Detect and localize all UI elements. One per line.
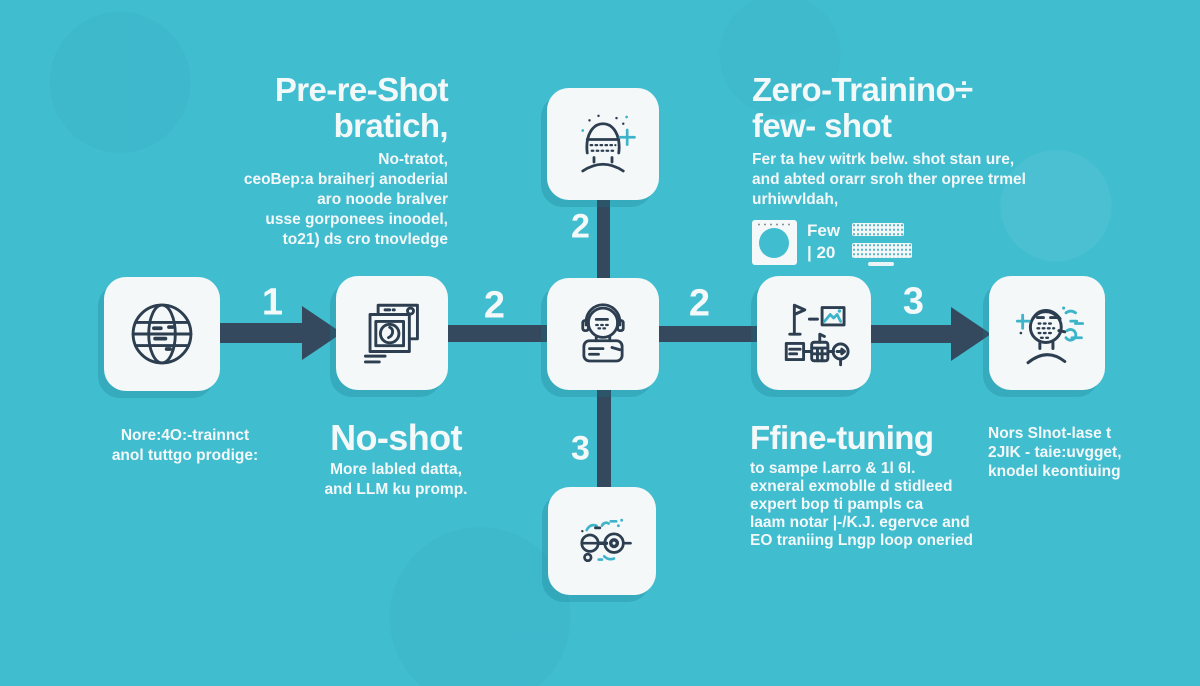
step-number-1: 1 [261, 281, 283, 324]
pretraining-description: No-tratot, ceoBep:a braiherj anoderial a… [243, 151, 448, 248]
micro-text-badge-1 [852, 223, 905, 236]
few-shot-count-label: Few | 20 [807, 221, 841, 262]
zero-shot-title-line2: few- shot [752, 107, 892, 144]
card-labeled-data [336, 276, 448, 390]
dotted-text-badge-icon [852, 220, 913, 266]
pretraining-text-block: Pre-re-Shot bratich, No-tratot, ceoBep:a… [150, 71, 449, 250]
fine-tuning-title: Ffine-tuning [750, 419, 934, 456]
arrow-right-icon [951, 307, 991, 361]
assistant-person-icon [581, 303, 625, 363]
globe-icon [131, 303, 193, 365]
step-number-vertical-3: 3 [571, 429, 590, 468]
zero-shot-description: Fer ta hev witrk belw. shot stan ure, an… [752, 151, 1026, 208]
zero-shot-title-line1: Zero-Trainino÷ [752, 71, 973, 108]
arrow-right-icon [302, 306, 342, 360]
pretraining-title-line1: Pre-re-Shot [274, 71, 449, 108]
circle-in-square-icon [752, 220, 797, 265]
connector-vertical-bottom [597, 388, 611, 489]
no-shot-description: More labled datta, and LLM ku promp. [324, 461, 468, 498]
card-adapted-model [989, 276, 1105, 390]
corpus-caption: Nore:4O:-trainnct anol tuttgo prodige: [111, 427, 259, 464]
fine-tuning-text-block: Ffine-tuning to sampe l.arro & 1l 6l. ex… [750, 420, 1010, 550]
linked-nodes-icon [580, 518, 632, 563]
connector-bar-2 [446, 325, 549, 342]
step-number-vertical-2: 2 [571, 207, 590, 246]
connector-vertical-top [597, 196, 610, 282]
no-shot-text-block: No-shot More labled datta, and LLM ku pr… [282, 420, 510, 500]
masked-person-icon [581, 114, 636, 173]
badge-underline [868, 262, 895, 266]
circle-glyph [759, 228, 789, 258]
no-shot-title: No-shot [330, 417, 462, 458]
micro-text-badge-2 [852, 243, 913, 258]
target-caption: Nors Slnot-lase t 2JIK - taie:uvgget, kn… [988, 425, 1122, 480]
stacked-documents-icon [363, 303, 419, 364]
few-shot-badge-row: Few | 20 [752, 220, 1052, 266]
step-number-2b: 2 [688, 282, 710, 325]
connector-bar-1 [218, 323, 304, 343]
zero-shot-text-block: Zero-Trainino÷ few- shot Fer ta hev witr… [752, 72, 1052, 266]
workflow-tools-icon [784, 303, 850, 367]
annotated-person-icon [1015, 306, 1085, 365]
card-llm-model [547, 278, 659, 390]
card-masked-input [547, 88, 659, 200]
connector-bar-3 [657, 326, 759, 342]
card-fine-tuning-tools [757, 276, 871, 390]
card-training-loop [548, 487, 656, 595]
speckle-texture [756, 222, 793, 227]
step-number-2: 2 [483, 284, 505, 327]
card-pretraining-corpus [104, 277, 220, 391]
pretraining-title-line2: bratich, [333, 107, 449, 144]
step-number-3: 3 [902, 280, 924, 323]
connector-bar-4 [869, 325, 953, 343]
fine-tuning-description: to sampe l.arro & 1l 6l. exneral exmobll… [750, 460, 974, 549]
